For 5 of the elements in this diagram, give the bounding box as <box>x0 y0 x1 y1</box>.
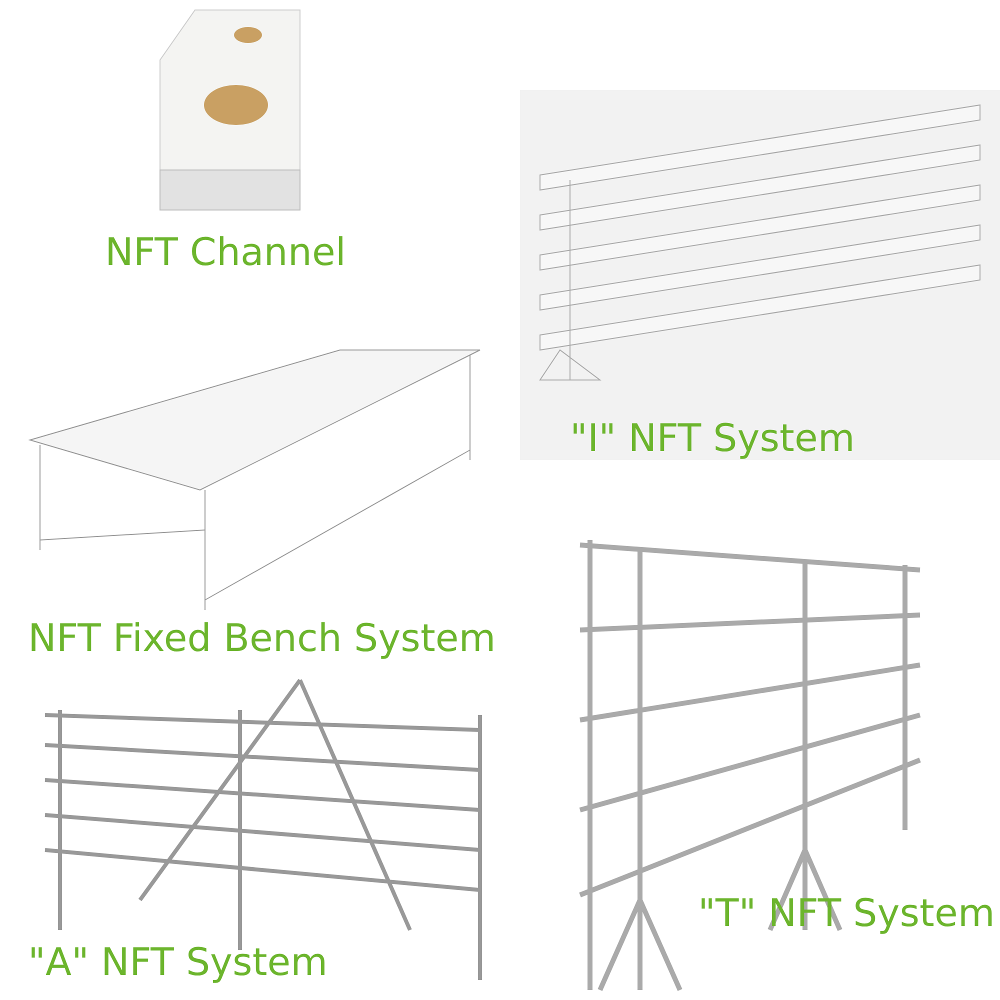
product-caption: "A" NFT System <box>28 942 328 984</box>
product-caption: "I" NFT System <box>570 418 855 460</box>
product-caption: NFT Channel <box>105 232 346 274</box>
product-caption: "T" NFT System <box>698 893 995 935</box>
product-caption: NFT Fixed Bench System <box>28 618 496 660</box>
